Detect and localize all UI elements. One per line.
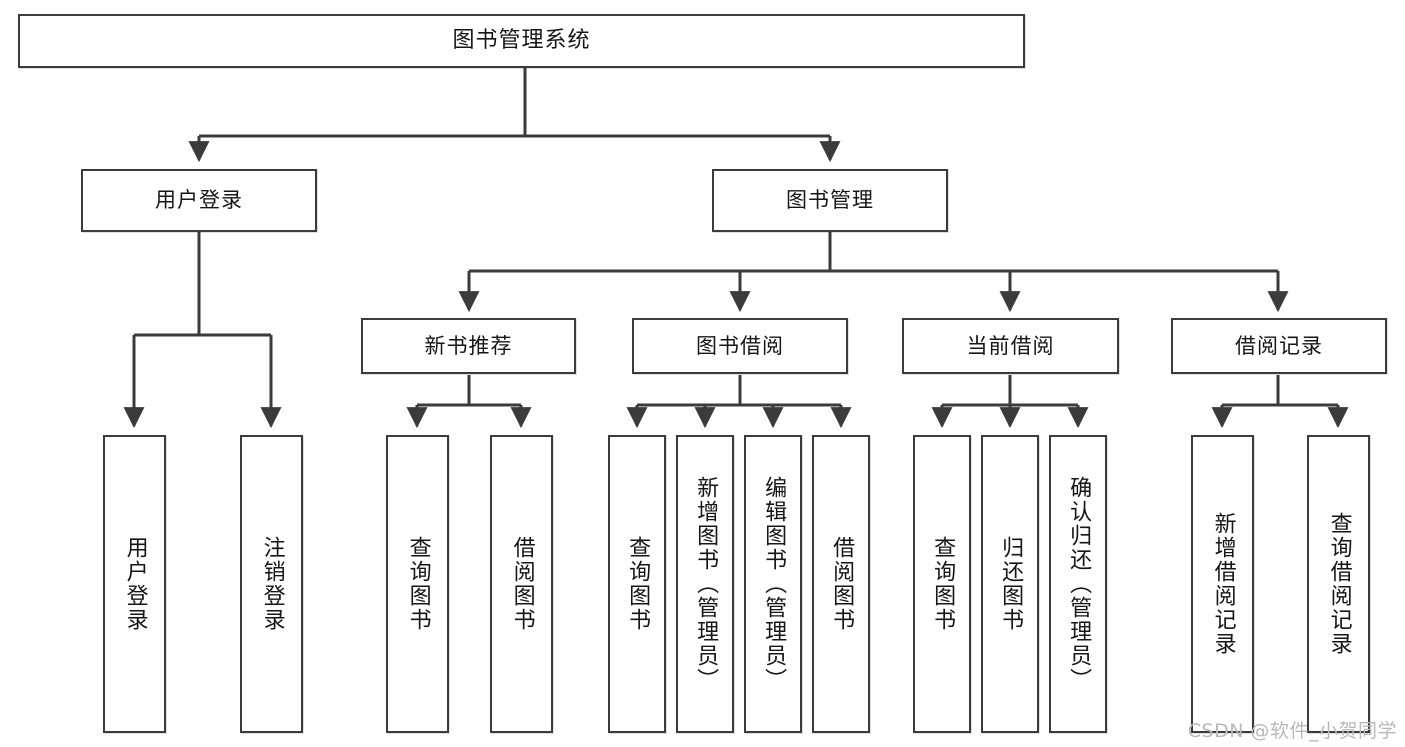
node-current-borrow-label: 当前借阅	[966, 333, 1055, 358]
node-borrow-record-label: 借阅记录	[1235, 333, 1323, 358]
node-leaf-return-book[interactable]: 归还图书	[981, 435, 1039, 733]
node-leaf-query-book-2-label: 查询图书	[625, 536, 651, 632]
node-borrow-record[interactable]: 借阅记录	[1171, 318, 1387, 374]
node-leaf-borrow-book-2[interactable]: 借阅图书	[812, 435, 870, 733]
node-leaf-query-book-1[interactable]: 查询图书	[386, 435, 449, 733]
node-new-book-recommend[interactable]: 新书推荐	[361, 318, 576, 374]
node-leaf-logout-login-label: 注销登录	[259, 536, 285, 632]
node-leaf-return-book-label: 归还图书	[998, 536, 1024, 632]
node-leaf-query-book-1-label: 查询图书	[405, 536, 431, 632]
node-book-borrow-label: 图书借阅	[696, 333, 784, 358]
node-leaf-query-book-3-label: 查询图书	[930, 536, 956, 632]
node-leaf-add-book-label: 新增图书（管理员）	[693, 476, 719, 692]
node-leaf-borrow-book-1-label: 借阅图书	[509, 536, 535, 632]
node-book-manage-label: 图书管理	[786, 188, 874, 213]
node-leaf-edit-book-label: 编辑图书（管理员）	[761, 476, 787, 692]
node-leaf-user-login-label: 用户登录	[122, 536, 148, 632]
node-user-login[interactable]: 用户登录	[81, 169, 317, 232]
node-leaf-query-book-2[interactable]: 查询图书	[608, 435, 666, 733]
node-root-label: 图书管理系统	[452, 28, 591, 54]
node-leaf-confirm-return[interactable]: 确认归还（管理员）	[1049, 435, 1107, 733]
node-leaf-add-record-label: 新增借阅记录	[1210, 512, 1236, 656]
node-leaf-edit-book[interactable]: 编辑图书（管理员）	[744, 435, 802, 733]
node-current-borrow[interactable]: 当前借阅	[902, 318, 1119, 374]
node-book-borrow[interactable]: 图书借阅	[632, 318, 848, 374]
node-leaf-borrow-book-2-label: 借阅图书	[829, 536, 855, 632]
node-book-manage[interactable]: 图书管理	[712, 169, 948, 232]
node-leaf-query-record-label: 查询借阅记录	[1326, 512, 1352, 656]
node-leaf-query-record[interactable]: 查询借阅记录	[1307, 435, 1370, 733]
node-new-book-recommend-label: 新书推荐	[424, 333, 513, 358]
csdn-watermark: CSDN @软件_小贺同学	[1187, 720, 1397, 742]
node-leaf-user-login[interactable]: 用户登录	[103, 435, 166, 733]
node-leaf-add-record[interactable]: 新增借阅记录	[1191, 435, 1254, 733]
node-leaf-confirm-return-label: 确认归还（管理员）	[1066, 476, 1092, 692]
node-leaf-query-book-3[interactable]: 查询图书	[913, 435, 971, 733]
node-user-login-label: 用户登录	[155, 188, 243, 213]
node-leaf-borrow-book-1[interactable]: 借阅图书	[490, 435, 553, 733]
node-leaf-logout-login[interactable]: 注销登录	[240, 435, 303, 733]
node-root[interactable]: 图书管理系统	[18, 14, 1025, 68]
node-leaf-add-book[interactable]: 新增图书（管理员）	[676, 435, 734, 733]
